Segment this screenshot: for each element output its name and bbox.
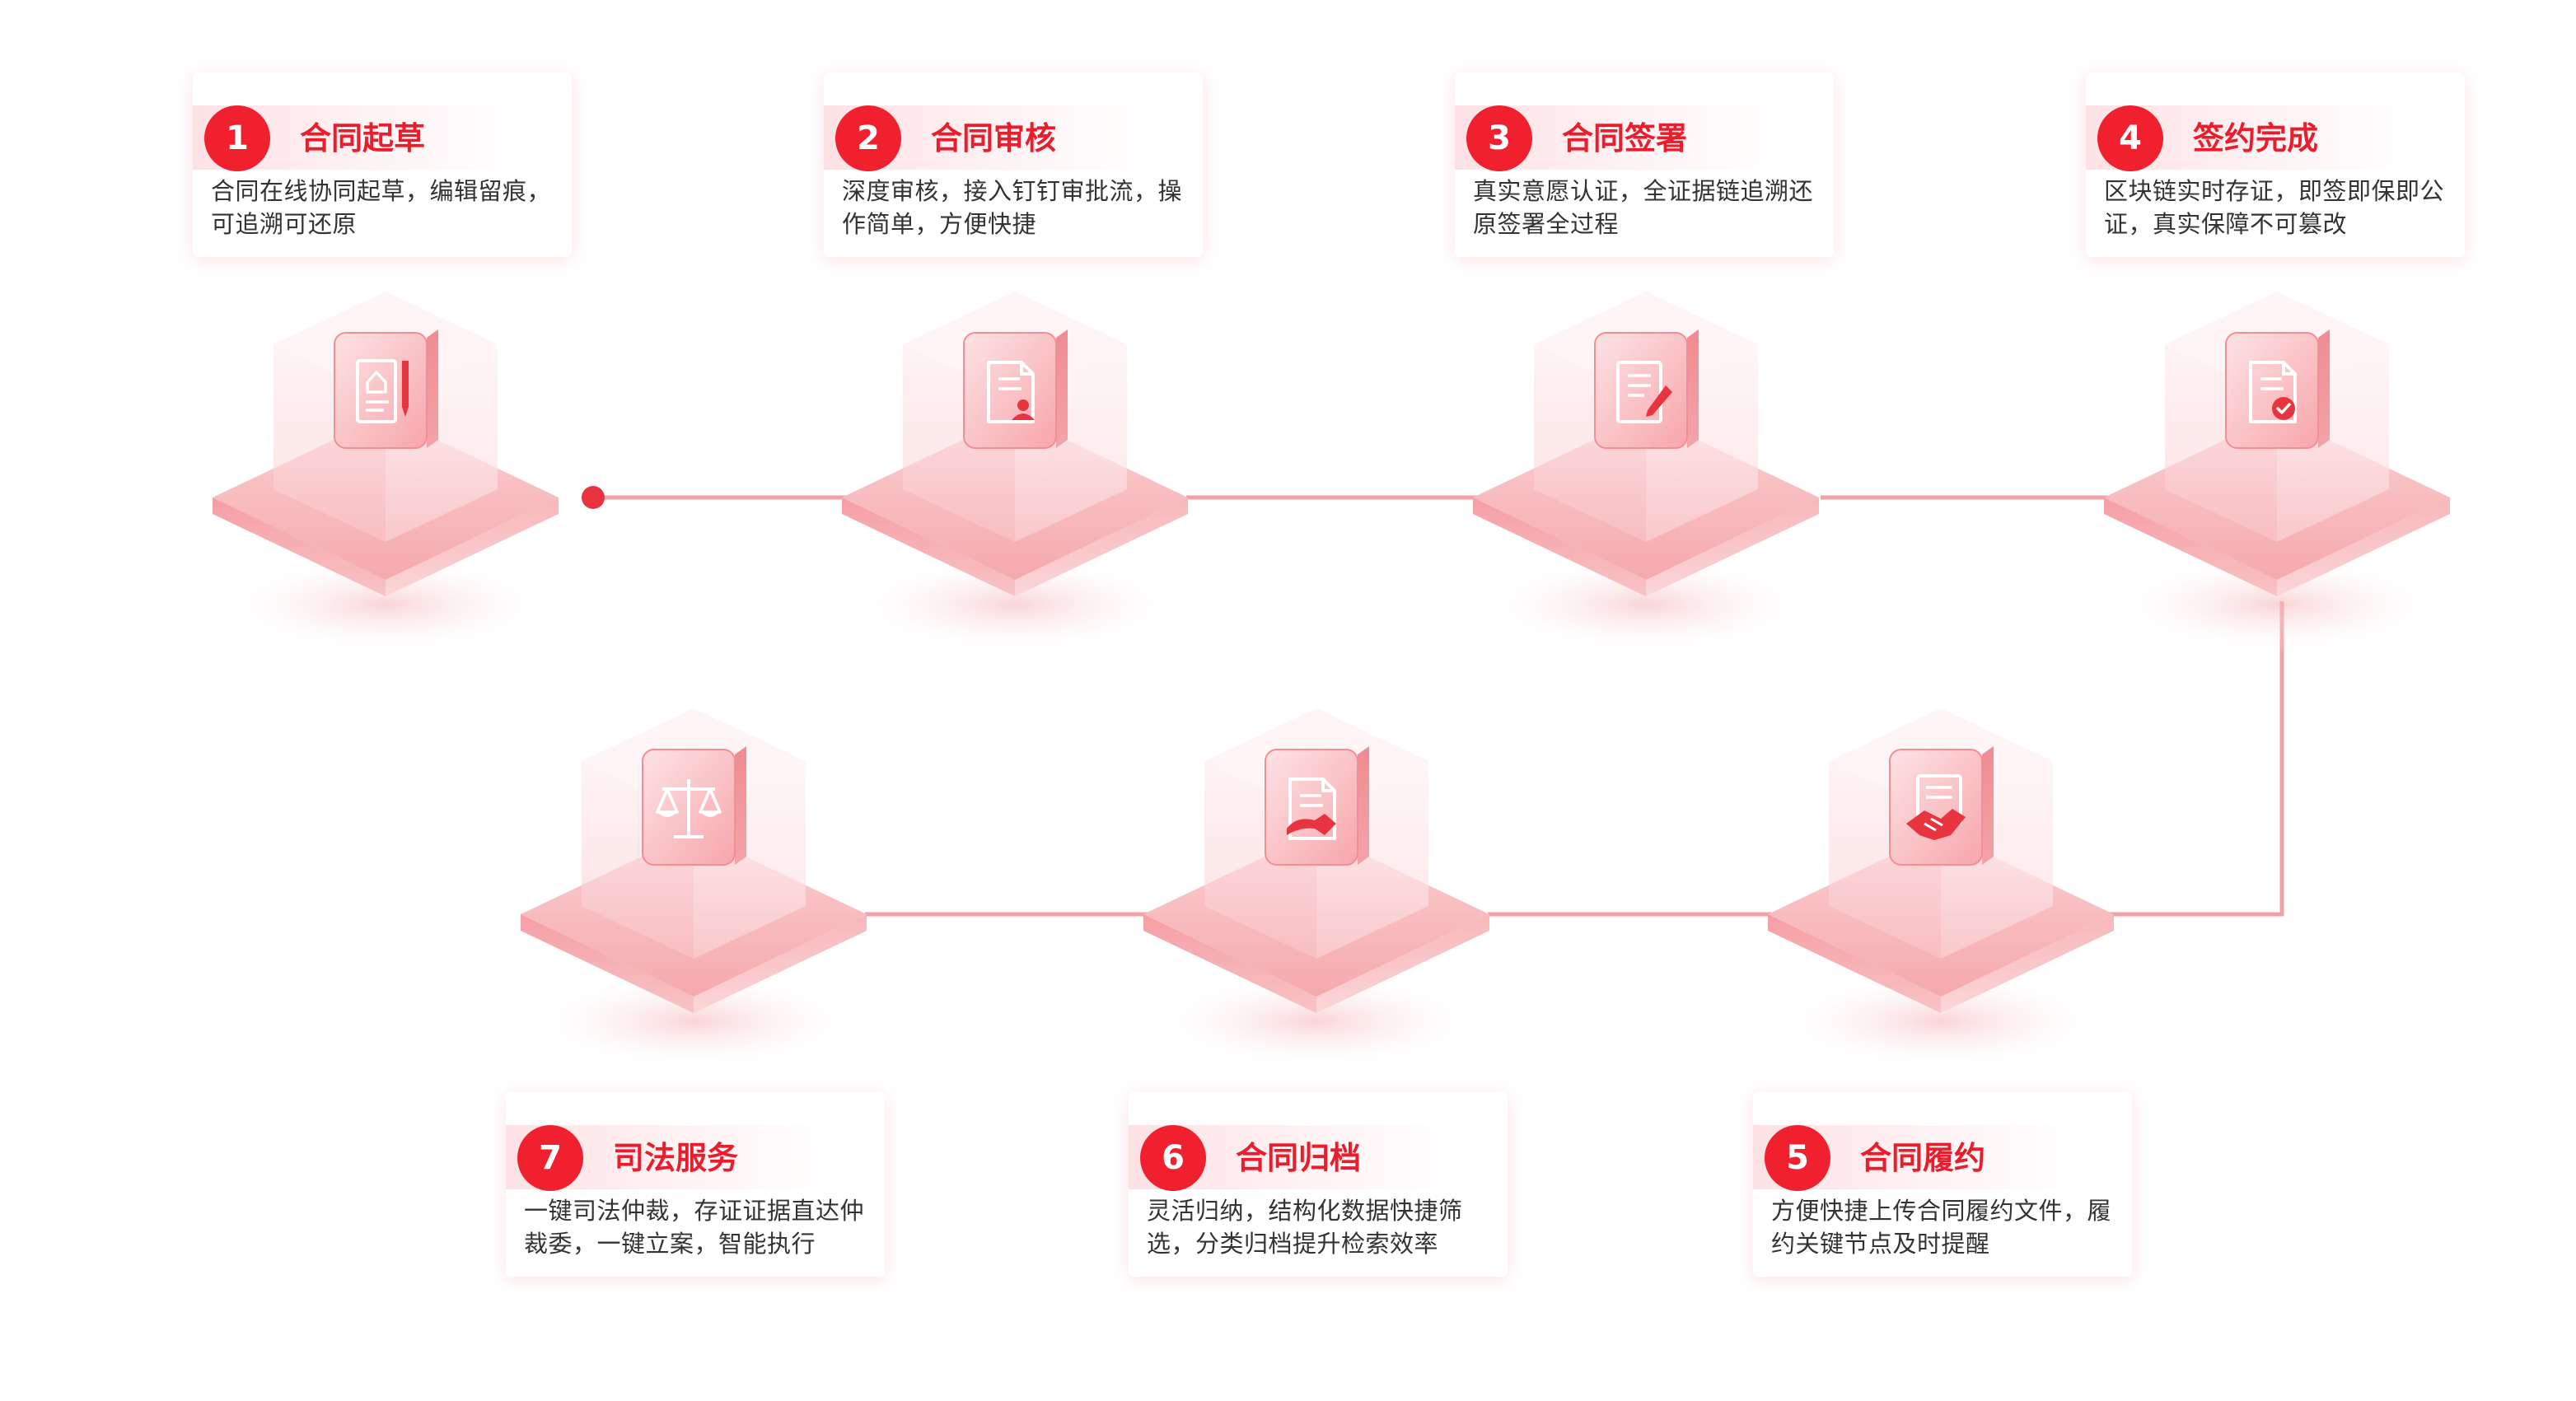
platform-shadow (521, 972, 867, 1071)
step-description: 方便快捷上传合同履约文件，履约关键节点及时提醒 (1771, 1197, 2112, 1258)
step-card-2: 2 合同审核深度审核，接入钉钉审批流，操作简单，方便快捷 (824, 72, 1203, 257)
platform-shadow (1143, 972, 1489, 1071)
step-description: 深度审核，接入钉钉审批流，操作简单，方便快捷 (842, 177, 1183, 238)
step-number-badge: 3 (1466, 105, 1532, 171)
step-title: 司法服务 (613, 1140, 739, 1176)
step-number-badge: 7 (517, 1125, 583, 1191)
step-card-3: 3 合同签署真实意愿认证，全证据链追溯还原签署全过程 (1455, 72, 1834, 257)
step-title: 合同签署 (1562, 120, 1688, 156)
step-card-7: 7 司法服务一键司法仲裁，存证证据直达仲裁委，一键立案，智能执行 (506, 1092, 885, 1277)
step-description: 区块链实时存证，即签即保即公证，真实保障不可篡改 (2104, 177, 2445, 238)
handshake-icon (1906, 774, 1966, 840)
icon-tile-side (735, 746, 746, 865)
contract-draft-icon (356, 359, 409, 423)
icon-tile-side (1358, 746, 1369, 865)
icon-tile (963, 332, 1057, 449)
icon-tile-side (1056, 329, 1068, 448)
platform-side-right (2277, 497, 2450, 596)
step-title: 签约完成 (2193, 120, 2319, 156)
step-description: 一键司法仲裁，存证证据直达仲裁委，一键立案，智能执行 (524, 1197, 865, 1258)
contract-sign-icon (1616, 361, 1672, 423)
icon-tile (2225, 332, 2319, 449)
contract-review-icon (987, 361, 1035, 423)
connector-lines (593, 495, 2284, 917)
icon-tile-side (1687, 329, 1699, 448)
step-card-5: 5 合同履约方便快捷上传合同履约文件，履约关键节点及时提醒 (1753, 1092, 2132, 1277)
step-description: 真实意愿认证，全证据链追溯还原签署全过程 (1473, 177, 1814, 238)
platform-side-right (1941, 914, 2114, 1013)
step-card-4: 4 签约完成区块链实时存证，即签即保即公证，真实保障不可篡改 (2086, 72, 2465, 257)
platform-side-left (1143, 914, 1316, 1013)
platform-shadow (842, 555, 1188, 654)
start-dot (582, 486, 605, 509)
connector-4-5 (2109, 601, 2284, 917)
step-card-6: 6 合同归档灵活归纳，结构化数据快捷筛选，分类归档提升检索效率 (1129, 1092, 1508, 1277)
step-title: 合同起草 (300, 120, 426, 156)
icon-tile (334, 332, 428, 449)
platforms (213, 292, 2450, 1071)
platform-side-right (1646, 497, 1819, 596)
platform-side-left (213, 497, 386, 596)
icon-tile (1265, 749, 1358, 866)
contract-complete-icon (2249, 361, 2297, 423)
icon-tile-side (427, 329, 438, 448)
step-description: 合同在线协同起草，编辑留痕，可追溯可还原 (211, 177, 552, 238)
archive-icon (1287, 778, 1336, 840)
platform-side-left (521, 914, 694, 1013)
step-platform-5 (1768, 708, 2114, 1071)
step-number-badge: 4 (2097, 105, 2163, 171)
step-number-badge: 6 (1140, 1125, 1206, 1191)
step-platform-6 (1143, 708, 1489, 1071)
platform-side-left (2104, 497, 2277, 596)
step-platform-7 (521, 708, 867, 1071)
platform-side-left (1768, 914, 1941, 1013)
step-platform-1 (213, 292, 559, 654)
platform-side-right (1316, 914, 1489, 1013)
step-number-badge: 1 (204, 105, 270, 171)
step-platform-2 (842, 292, 1188, 654)
step-card-1: 1 合同起草合同在线协同起草，编辑留痕，可追溯可还原 (193, 72, 572, 257)
step-platform-4 (2104, 292, 2450, 654)
platform-shadow (213, 555, 559, 654)
platform-shadow (1768, 972, 2114, 1071)
scales-icon (656, 779, 722, 838)
icon-tile (1889, 749, 1983, 866)
step-title: 合同审核 (931, 120, 1057, 156)
platform-side-right (386, 497, 559, 596)
platform-side-left (842, 497, 1015, 596)
step-number-badge: 5 (1765, 1125, 1830, 1191)
step-description: 灵活归纳，结构化数据快捷筛选，分类归档提升检索效率 (1147, 1197, 1463, 1258)
platform-side-right (694, 914, 867, 1013)
platform-shadow (1473, 555, 1819, 654)
step-title: 合同履约 (1860, 1140, 1986, 1176)
step-title: 合同归档 (1236, 1140, 1362, 1176)
icon-tile (1594, 332, 1688, 449)
icon-tile-side (1982, 746, 1994, 865)
platform-side-right (1015, 497, 1188, 596)
platform-side-left (1473, 497, 1646, 596)
platform-shadow (2104, 555, 2450, 654)
icon-tile-side (2318, 329, 2330, 448)
step-platform-3 (1473, 292, 1819, 654)
step-number-badge: 2 (835, 105, 901, 171)
